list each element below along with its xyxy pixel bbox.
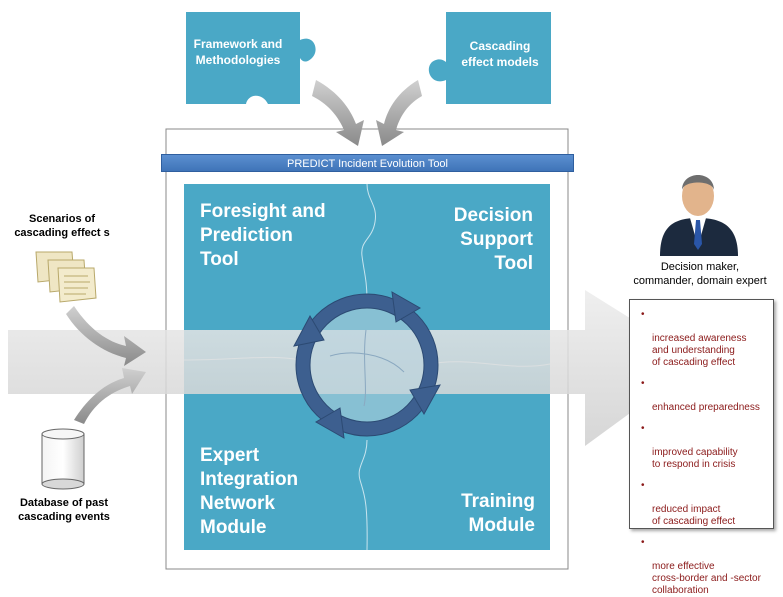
database-arrow (74, 368, 146, 424)
scenarios-label: Scenarios of cascading effect s (14, 213, 110, 239)
foresight-module-label: Foresight and Prediction Tool (200, 201, 326, 270)
expert-module-label: Expert Integration Network Module (200, 445, 299, 538)
tool-title-bar: PREDICT Incident Evolution Tool (161, 154, 574, 172)
bullet-icon: • (641, 537, 645, 548)
training-module-label: Training Module (461, 491, 535, 536)
benefit-item: • increased awareness and understanding … (638, 309, 767, 369)
bullet-icon: • (641, 309, 645, 320)
scenarios-arrow (66, 306, 146, 366)
database-icon (41, 428, 85, 490)
framework-arrow (312, 80, 364, 146)
models-arrow (376, 80, 422, 146)
benefit-text: enhanced preparedness (652, 402, 760, 413)
framework-puzzle-piece (186, 12, 316, 104)
benefit-item: • reduced impact of cascading effect (638, 480, 767, 528)
bullet-icon: • (641, 480, 645, 491)
cycle-icon (293, 291, 441, 439)
bullet-icon: • (641, 423, 645, 434)
bullet-icon: • (641, 378, 645, 389)
decision-module-label: Decision Support Tool (453, 205, 533, 274)
benefit-item: • enhanced preparedness (638, 378, 767, 414)
decision-maker-label: Decision maker, commander, domain expert (633, 261, 767, 287)
person-icon (660, 175, 738, 256)
diagram-graphics (8, 12, 738, 570)
benefit-text: improved capability to respond in crisis (652, 447, 738, 470)
framework-label: Framework and Methodologies (193, 37, 283, 67)
documents-icon (35, 251, 97, 303)
database-label: Database of past cascading events (18, 497, 110, 523)
cascading-models-label: Cascading effect models (461, 39, 539, 69)
benefit-text: more effective cross-border and -sector … (652, 561, 761, 596)
benefit-item: • improved capability to respond in cris… (638, 423, 767, 471)
cascading-models-puzzle-piece (428, 12, 551, 104)
benefit-text: reduced impact of cascading effect (652, 504, 736, 527)
benefit-item: • more effective cross-border and -secto… (638, 537, 767, 597)
benefits-box: • increased awareness and understanding … (629, 299, 774, 596)
benefit-text: increased awareness and understanding of… (652, 333, 747, 368)
